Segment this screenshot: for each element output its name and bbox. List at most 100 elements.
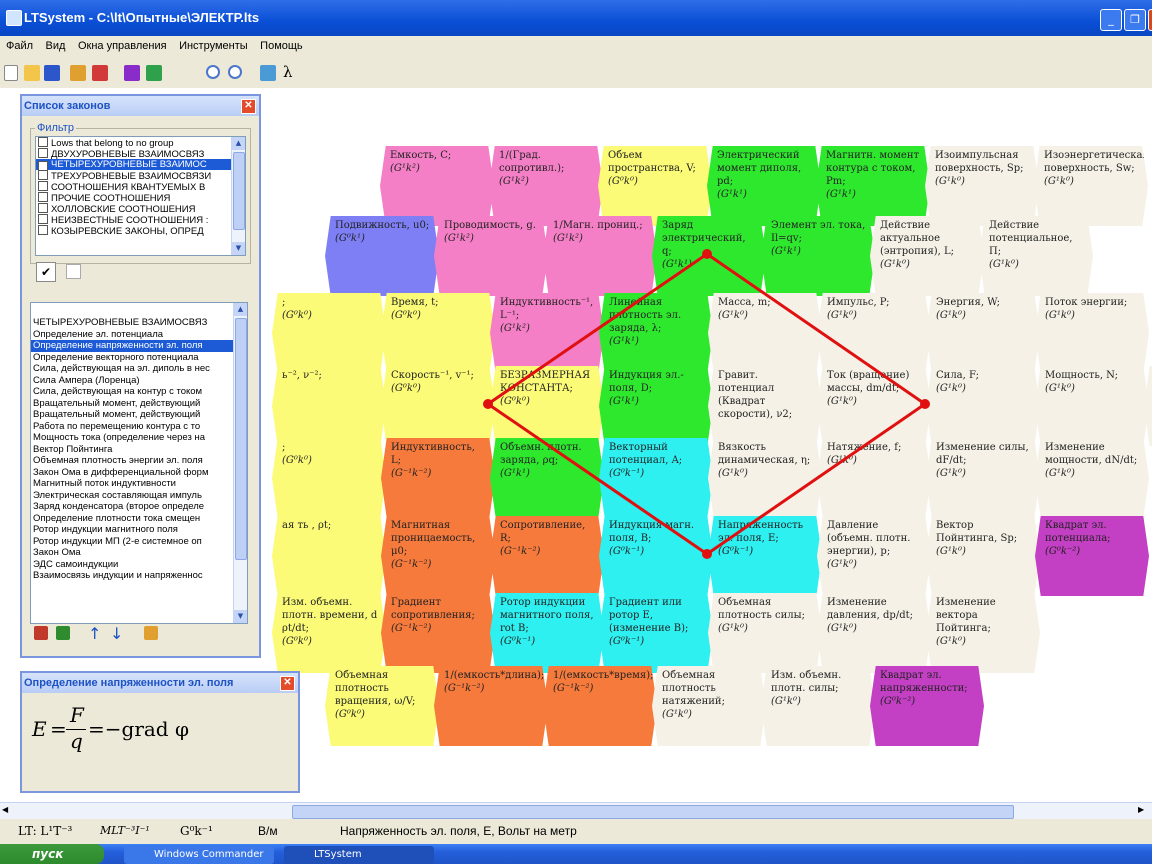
quantity-cell[interactable]: Емкость, C;(G¹k²) <box>380 146 494 226</box>
scroll-right-icon[interactable]: ▶ <box>1138 805 1145 814</box>
filter-checkbox[interactable] <box>38 170 48 180</box>
filter-item[interactable]: ХОЛЛОВСКИЕ СООТНОШЕНИЯ <box>36 203 245 214</box>
quantity-cell[interactable]: Вектор Пойнтинга, Sp;(G¹k⁰) <box>926 516 1040 596</box>
quantity-cell[interactable]: 1/(емкость*длина);(G⁻¹k⁻²) <box>434 666 548 746</box>
scroll-thumb[interactable] <box>235 318 247 560</box>
quantity-cell[interactable]: Объемная плотность натяжений;(G¹k⁰) <box>652 666 766 746</box>
quantity-cell[interactable]: Изменение силы, dF/dt;(G¹k⁰) <box>926 438 1040 518</box>
filter-checkbox[interactable] <box>38 214 48 224</box>
quantity-cell[interactable]: Градиент сопротивления;(G⁻¹k⁻²) <box>381 593 495 673</box>
quantity-cell[interactable]: 1/(Град. сопротивл.);(G¹k²) <box>489 146 603 226</box>
law-list-item[interactable]: Заряд конденсатора (второе определе <box>33 501 205 512</box>
law-list-item[interactable]: Сила, действующая на эл. диполь в нес <box>33 363 210 374</box>
uncheck-all-button[interactable] <box>66 264 81 279</box>
quantity-cell[interactable]: Изменение вектора Пойтинга;(G¹k⁰) <box>926 593 1040 673</box>
quantity-cell[interactable]: Изм. объемн. плотн. силы;(G¹k⁰) <box>761 666 875 746</box>
filter-item[interactable]: ДВУХУРОВНЕВЫЕ ВЗАИМОСВЯЗ <box>36 148 245 159</box>
quantity-cell[interactable]: Квадрат эл. потенциала;(G⁰k⁻²) <box>1035 516 1149 596</box>
law-list-item[interactable]: Ротор индукции магнитного поля <box>33 524 178 535</box>
law-list-item[interactable]: Мощность тока (определение через на <box>33 432 206 443</box>
start-button[interactable]: пуск <box>0 844 104 864</box>
quantity-cell[interactable]: 1/Магн. прониц.;(G¹k²) <box>543 216 657 296</box>
quantity-cell[interactable]: Индукция магн. поля, B;(G⁰k⁻¹) <box>599 516 713 596</box>
zoom-out-icon[interactable] <box>228 65 242 79</box>
scroll-down-icon[interactable]: ▼ <box>232 242 245 255</box>
law-list-item[interactable]: Закон Ома в дифференциальной форм <box>33 466 209 478</box>
quantity-cell[interactable]: Электрический момент диполя, pd;(G¹k¹) <box>707 146 821 226</box>
filter-item[interactable]: КОЗЫРЕВСКИЕ ЗАКОНЫ, ОПРЕД <box>36 225 245 236</box>
quantity-cell[interactable]: Гравит. потенциал (Квадрат скорости), ν2… <box>708 366 822 446</box>
quantity-cell[interactable]: Индуктивность, L;(G⁻¹k⁻²) <box>381 438 495 518</box>
quantity-cell[interactable]: Масса, m;(G¹k⁰) <box>708 293 822 373</box>
relation-node[interactable] <box>920 399 930 409</box>
law-list-item[interactable]: Ротор индукции МП (2-е системное оп <box>33 535 202 547</box>
scroll-up-icon[interactable]: ▲ <box>232 137 245 150</box>
quantity-cell[interactable]: Изменение давления, dp/dt;(G¹k⁰) <box>817 593 931 673</box>
law-list-item[interactable]: Сила, действующая на контур с током <box>33 386 203 397</box>
menu-help[interactable]: Помощь <box>260 40 303 52</box>
filter-item[interactable]: ТРЕХУРОВНЕВЫЕ ВЗАИМОСВЯЗИ <box>36 170 245 181</box>
delete-law-icon[interactable] <box>56 626 70 640</box>
hex-canvas[interactable]: Емкость, C;(G¹k²)1/(Град. сопротивл.);(G… <box>0 88 1152 802</box>
quantity-cell[interactable]: Действие потенциальное, П;(G¹k⁰) <box>979 216 1093 296</box>
filter-checkbox[interactable]: ✔ <box>38 161 48 170</box>
relation-node[interactable] <box>483 399 493 409</box>
law-list-item[interactable]: Определение напряженности эл. поля <box>31 340 247 352</box>
law-list-item[interactable]: Определение эл. потенциала <box>33 328 164 340</box>
quantity-cell[interactable]: БЕЗРАЗМЕРНАЯ КОНСТАНТА;(G⁰k⁰) <box>490 366 604 446</box>
filter-checkbox[interactable] <box>38 192 48 202</box>
menu-tools[interactable]: Инструменты <box>179 40 248 52</box>
filter-scrollbar[interactable]: ▲ ▼ <box>231 137 245 255</box>
move-down-icon[interactable]: ↓ <box>110 624 124 643</box>
quantity-cell[interactable]: Ток (вращение) массы, dm/dt;(G¹k⁰) <box>817 366 931 446</box>
law-list-item[interactable]: Вектор Пойнтинга <box>33 443 113 455</box>
quantity-cell[interactable]: Сопротивление, R;(G⁻¹k⁻²) <box>490 516 604 596</box>
law-list-item[interactable]: Закон Ома <box>33 547 81 558</box>
quantity-cell[interactable]: Ротор индукции магнитного поля, rot B;(G… <box>490 593 604 673</box>
laws-panel-close-button[interactable]: ✕ <box>241 99 256 114</box>
quantity-cell[interactable]: Скорость⁻¹, v⁻¹;(G⁰k⁰) <box>381 366 495 446</box>
quantity-cell[interactable]: Импульс, P;(G¹k⁰) <box>817 293 931 373</box>
filter-item[interactable]: Lows that belong to no group <box>36 137 245 148</box>
scroll-left-icon[interactable]: ◀ <box>2 805 9 814</box>
quantity-cell[interactable]: Индукция эл.-поля, D;(G¹k¹) <box>599 366 713 446</box>
quantity-cell[interactable]: ая ть , ρt; <box>272 516 386 596</box>
quantity-cell[interactable]: Изоимпульсная поверхность, Sp;(G¹k⁰) <box>925 146 1039 226</box>
quantity-cell[interactable]: Вязкость динамическая, η;(G¹k⁰) <box>708 438 822 518</box>
taskbar-ltsystem[interactable]: LTSystem <box>284 846 434 864</box>
quantity-cell[interactable]: ь⁻², ν⁻²; <box>272 366 386 446</box>
open-folder-icon[interactable] <box>24 65 40 81</box>
quantity-cell[interactable]: Элемент эл. тока, Il=qv;(G¹k¹) <box>761 216 875 296</box>
quantity-cell[interactable]: Изм. объемн. плотн. времени, d ρt/dt;(G⁰… <box>272 593 386 673</box>
relation-node[interactable] <box>702 249 712 259</box>
filter-item[interactable]: НЕИЗВЕСТНЫЕ СООТНОШЕНИЯ : <box>36 214 245 225</box>
law-list-item[interactable]: Определение плотности тока смещен <box>33 512 201 524</box>
law-list-item[interactable]: Вращательный момент, действующий <box>33 397 201 409</box>
quantity-cell[interactable]: Подвижность, u0;(G⁰k¹) <box>325 216 439 296</box>
filter-item[interactable]: СООТНОШЕНИЯ КВАНТУЕМЫХ В <box>36 181 245 192</box>
quantity-cell[interactable]: Мощность, N;(G¹k⁰) <box>1035 366 1149 446</box>
check-all-button[interactable]: ✔ <box>36 262 56 282</box>
formula-panel-close-button[interactable]: ✕ <box>280 676 295 691</box>
scroll-down-icon[interactable]: ▼ <box>234 610 247 623</box>
law-list-item[interactable]: Электрическая составляющая импуль <box>33 489 202 501</box>
quantity-cell[interactable]: Объем пространства, V;(G⁰k⁰) <box>598 146 712 226</box>
refresh-icon[interactable] <box>260 65 276 81</box>
law-tool-icon[interactable] <box>92 65 108 81</box>
edit-tool-icon[interactable] <box>70 65 86 81</box>
add-law-icon[interactable] <box>34 626 48 640</box>
filter-checkbox[interactable] <box>38 148 48 158</box>
law-list-item[interactable]: Определение векторного потенциала <box>33 351 199 363</box>
law-list-item[interactable]: Сила Ампера (Лоренца) <box>33 374 140 386</box>
quantity-cell[interactable]: Градиент или ротор E, (изменение B);(G⁰k… <box>599 593 713 673</box>
quantity-cell[interactable]: Векторный потенциал, A;(G⁰k⁻¹) <box>599 438 713 518</box>
law-list-item[interactable]: Работа по перемещению контура с то <box>33 420 201 432</box>
hscroll-thumb[interactable] <box>292 805 1014 819</box>
quantity-cell[interactable]: Объемная плотность вращения, ω/V;(G⁰k⁰) <box>325 666 439 746</box>
scroll-thumb[interactable] <box>233 152 245 230</box>
law-list-item[interactable]: ЧЕТЫРЕХУРОВНЕВЫЕ ВЗАИМОСВЯЗ <box>33 317 208 328</box>
group-icon[interactable] <box>146 65 162 81</box>
law-list-item[interactable]: Магнитный поток индуктивности <box>33 478 176 489</box>
